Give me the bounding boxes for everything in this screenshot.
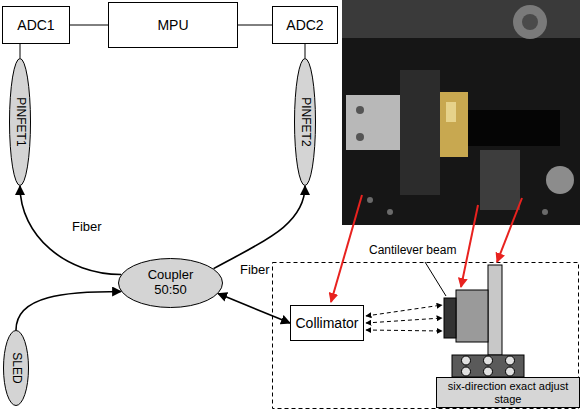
stage-knob <box>462 356 471 365</box>
ellipse-shape <box>295 59 316 186</box>
photo-block <box>346 95 400 150</box>
photo-knob-center <box>522 14 538 30</box>
signal-line <box>238 25 272 26</box>
photo-hole <box>367 197 373 203</box>
stage-knob <box>462 367 471 376</box>
photo-hole <box>387 209 393 215</box>
detector-ellipse: PINFET2 <box>294 58 316 186</box>
signal-line <box>70 25 108 26</box>
node-label: PINFET2 <box>298 97 312 146</box>
ellipse-shape <box>119 259 223 308</box>
fiber-link <box>20 186 121 274</box>
collimator-box: Collimator <box>290 305 364 341</box>
node-label: ADC1 <box>17 17 54 33</box>
photo-arm <box>468 110 560 146</box>
photo-mount <box>400 70 440 195</box>
pointer-arrow <box>497 198 522 262</box>
stage-knob <box>506 356 515 365</box>
ellipse-shape <box>10 59 31 186</box>
photo-screw <box>356 133 364 141</box>
detector-ellipse: PINFET1 <box>9 58 31 186</box>
node-label: Coupler 50:50 <box>140 268 202 298</box>
node-label: MPU <box>157 17 188 33</box>
photo-dial <box>546 166 574 194</box>
edge-label: Fiber <box>70 220 104 235</box>
stage-knob <box>506 367 515 376</box>
stage-box: six-direction exact adjust stage <box>436 377 580 408</box>
photo-hole <box>542 209 548 215</box>
signal-line <box>305 44 306 58</box>
setup-region <box>273 263 579 409</box>
stage-knob <box>484 367 493 376</box>
node-label: six-direction exact adjust stage <box>437 380 579 405</box>
setup-photo <box>342 0 580 225</box>
photo-screw <box>356 106 364 114</box>
photo-knob <box>513 5 547 39</box>
light-beam <box>366 305 442 316</box>
part-label: Cantilever beam <box>368 244 457 258</box>
light-beam <box>366 330 442 331</box>
cantilever-beam <box>444 298 456 338</box>
photo-plate <box>440 92 468 157</box>
fiber-link <box>214 186 305 269</box>
ellipse-shape <box>4 331 29 406</box>
node-label: ADC2 <box>286 17 323 33</box>
beam-base <box>456 290 488 342</box>
fiber-link <box>16 292 121 330</box>
stage-knob-block <box>452 355 524 377</box>
signal-line <box>20 44 21 58</box>
source-ellipse: SLED <box>3 330 29 406</box>
photo-post <box>480 150 520 210</box>
photo-chip <box>446 102 456 122</box>
fiber-link <box>218 294 290 323</box>
leader-line <box>425 262 446 296</box>
pointer-arrow <box>331 195 362 302</box>
photo-rail <box>342 0 580 38</box>
node-label: PINFET1 <box>13 97 27 146</box>
photo-ground <box>342 0 580 225</box>
converter-box: ADC1 <box>2 6 70 44</box>
stage-knob <box>484 356 493 365</box>
node-label: SLED <box>9 352 23 383</box>
holder-post <box>488 265 502 355</box>
coupler-ellipse: Coupler 50:50 <box>118 258 223 308</box>
pointer-arrow <box>461 205 478 287</box>
edge-label: Fiber <box>238 263 272 278</box>
light-beam <box>366 318 442 323</box>
processor-box: MPU <box>108 2 238 48</box>
converter-box: ADC2 <box>272 6 338 44</box>
node-label: Collimator <box>295 315 358 331</box>
